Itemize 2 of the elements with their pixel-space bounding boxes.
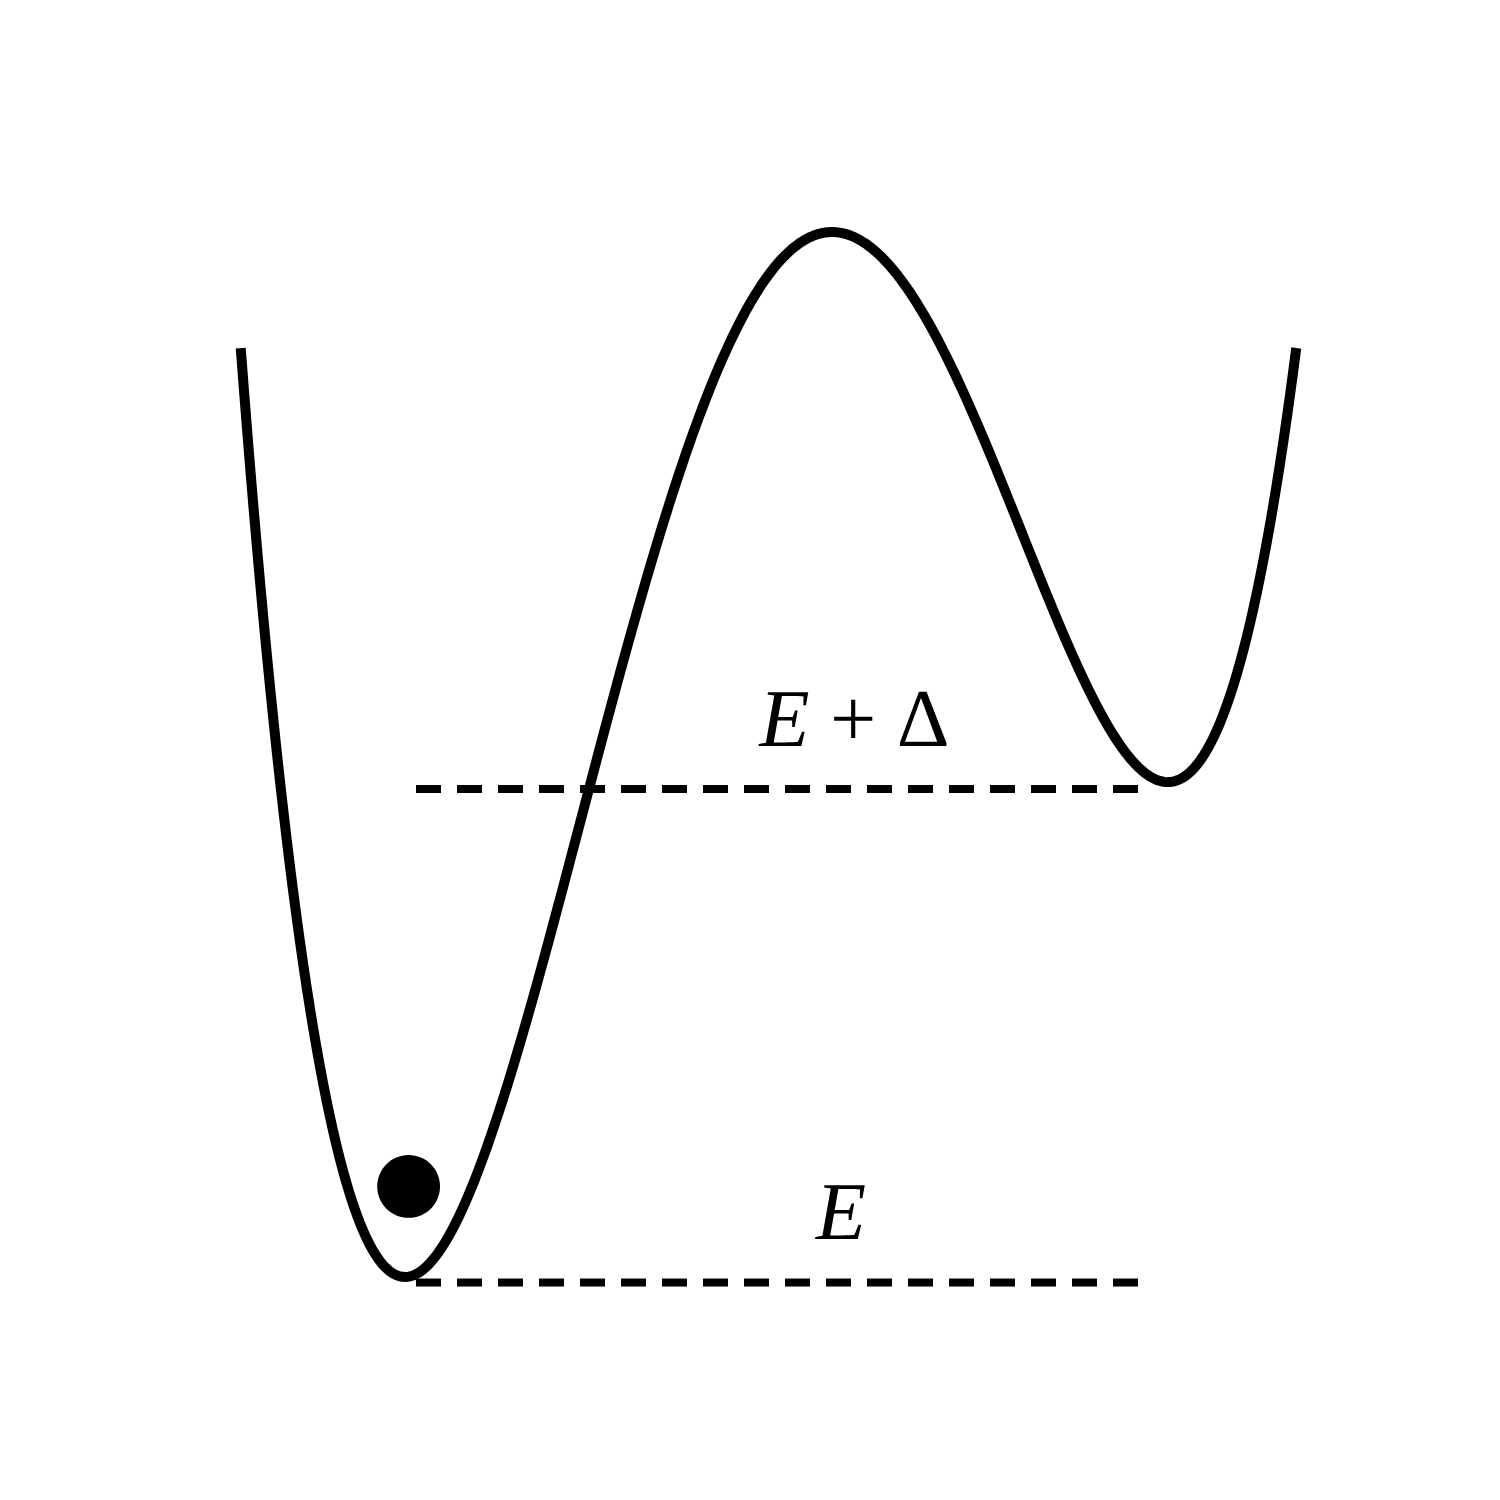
- energy-label: E: [815, 1185, 865, 1239]
- energy-label: E + Δ: [758, 691, 947, 746]
